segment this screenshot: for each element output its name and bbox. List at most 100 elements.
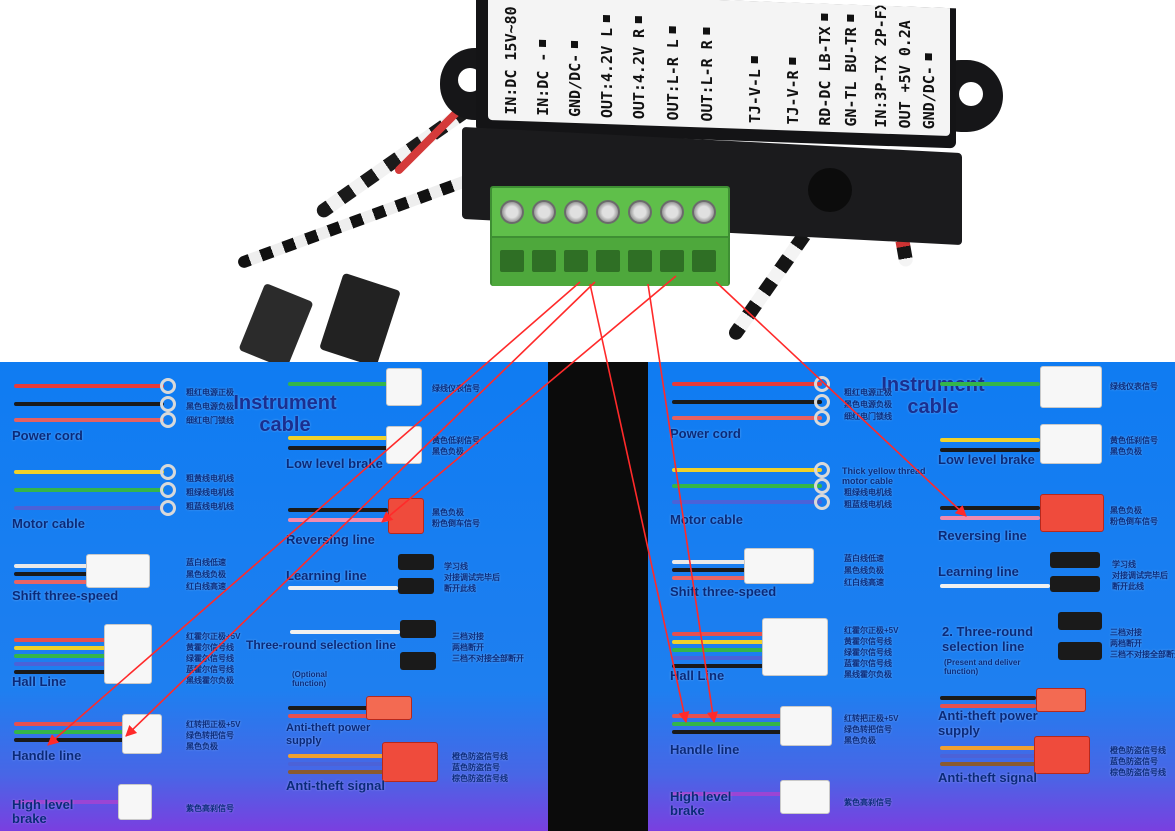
learning-line-label: Learning line [286,568,367,583]
anti-signal-wire-brown [288,770,384,774]
shift-cn-2: 黑色线负极 [186,570,226,579]
motor-cable-label: Motor cable [12,516,85,531]
instrument-cable-title: Instrument cable [233,392,337,436]
wiring-card-left: Instrument cable 粗红电源正极 黑色电源负极 细红电门锁线 Po… [0,362,548,831]
three-round-cn-2-right: 两档断开 [1110,639,1142,648]
motor-cable-label-right: Motor cable [670,512,743,527]
hall-cn-3-right: 绿霍尔信号线 [844,648,892,657]
high-level-brake-label: High level brake [12,797,74,826]
handle-cn-3: 黑色负极 [186,742,218,751]
high-brake-cn-right: 紫色高刹信号 [844,798,892,807]
shift-connector [744,548,814,584]
power-cn-1-right: 粗红电源正极 [844,388,892,397]
power-wire-black [14,402,164,406]
reversing-line-label: Reversing line [286,532,375,547]
shift-cn-3-right: 红白线高速 [844,578,884,587]
hall-wire-red [672,632,772,636]
learning-cn-2: 对接调试完毕后 [444,573,500,582]
low-brake-wire-black [288,446,388,450]
high-brake-wire [672,792,782,796]
handle-cn-3-right: 黑色负极 [844,736,876,745]
handle-connector [122,714,162,754]
anti-signal-wire-brown [940,762,1036,766]
anti-power-wire-black [940,696,1036,700]
handle-wire-black [672,730,782,734]
learning-wire [288,586,398,590]
slot-5 [628,250,652,272]
three-round-connector-2 [400,652,436,670]
thick-yellow-note: Thick yellow thread motor cable [842,466,926,486]
label-in-dc-neg: IN:DC - [534,4,552,116]
three-round-cn-3: 三档不对接全部断开 [452,654,524,663]
shift-wire-white [14,564,94,568]
learning-connector-male [398,554,434,570]
learning-cn-2-right: 对接调试完毕后 [1112,571,1168,580]
low-brake-connector [1040,424,1102,464]
three-round-cn-2: 两档断开 [452,643,484,652]
low-brake-cn-2-right: 黑色负极 [1110,447,1142,456]
anti-theft-power-label: Anti-theft power supply [286,722,371,747]
motor-wire-blue [672,500,822,504]
screw-6 [660,200,684,224]
screw-7 [692,200,716,224]
power-cord-label: Power cord [12,428,83,443]
label-tj-v-l: TJ-V-L [746,11,764,124]
ring-terminal [814,462,830,478]
hall-cn-4: 蓝霍尔信号线 [186,665,234,674]
shift-wire-red [672,576,752,580]
card-divider [548,362,648,831]
motor-cn-2-right: 粗绿线电机线 [844,488,892,497]
ring-terminal [160,500,176,516]
handle-line-label: Handle line [12,748,82,763]
low-brake-connector [386,426,422,464]
slot-3 [564,250,588,272]
anti-signal-wire-blue [288,762,384,766]
high-level-brake-label-right: High level brake [670,789,732,818]
learning-connector-female [398,578,434,594]
motor-wire-blue [14,506,164,510]
three-round-connector-2 [1058,642,1102,660]
anti-power-connector [1036,688,1086,712]
shift-cn-2-right: 黑色线负极 [844,566,884,575]
motor-cn-3: 粗蓝线电机线 [186,502,234,511]
anti-signal-cn-2-right: 蓝色防盗信号 [1110,757,1158,766]
anti-power-wire-black [288,706,368,710]
label-in-dc: IN:DC 15V~80 [502,2,520,115]
hall-cn-1-right: 红霍尔正极+5V [844,626,899,635]
reverse-cn-1: 黑色负极 [432,508,464,517]
label-out-42-l: OUT:4.2V L [598,6,616,118]
anti-signal-connector [1034,736,1090,774]
instrument-connector [386,368,422,406]
reverse-connector [1040,494,1104,532]
anti-power-connector [366,696,412,720]
hall-wire-yellow [14,646,114,650]
power-wire-black [672,400,822,404]
hall-cn-4-right: 蓝霍尔信号线 [844,659,892,668]
ring-terminal [814,376,830,392]
anti-signal-cn-2: 蓝色防盗信号 [452,763,500,772]
ring-terminal [814,394,830,410]
ring-terminal [160,464,176,480]
hall-cn-3: 绿霍尔信号线 [186,654,234,663]
anti-power-wire-red [288,714,368,718]
power-wire-red [672,382,822,386]
learning-cn-1-right: 学习线 [1112,560,1136,569]
power-cn-1: 粗红电源正极 [186,388,234,397]
motor-cn-3-right: 粗蓝线电机线 [844,500,892,509]
anti-signal-wire-blue [940,754,1036,758]
anti-signal-cn-3-right: 棕色防盗信号线 [1110,768,1166,777]
shift-three-speed-label: Shift three-speed [12,588,119,603]
motor-wire-yellow [14,470,164,474]
instrument-wire-green [940,382,1040,386]
motor-wire-green [14,488,164,492]
instrument-connector [1040,366,1102,408]
hall-cn-5: 黑线霍尔负极 [186,676,234,685]
ring-terminal [160,482,176,498]
instrument-wire-green [288,382,388,386]
low-level-brake-label-right: Low level brake [938,452,1035,467]
handle-wire-green [672,722,782,726]
slot-6 [660,250,684,272]
handle-connector [780,706,832,746]
label-out-5v: OUT +5V 0.2A [896,16,914,129]
instrument-cn-right: 绿线仪表信号 [1110,382,1158,391]
